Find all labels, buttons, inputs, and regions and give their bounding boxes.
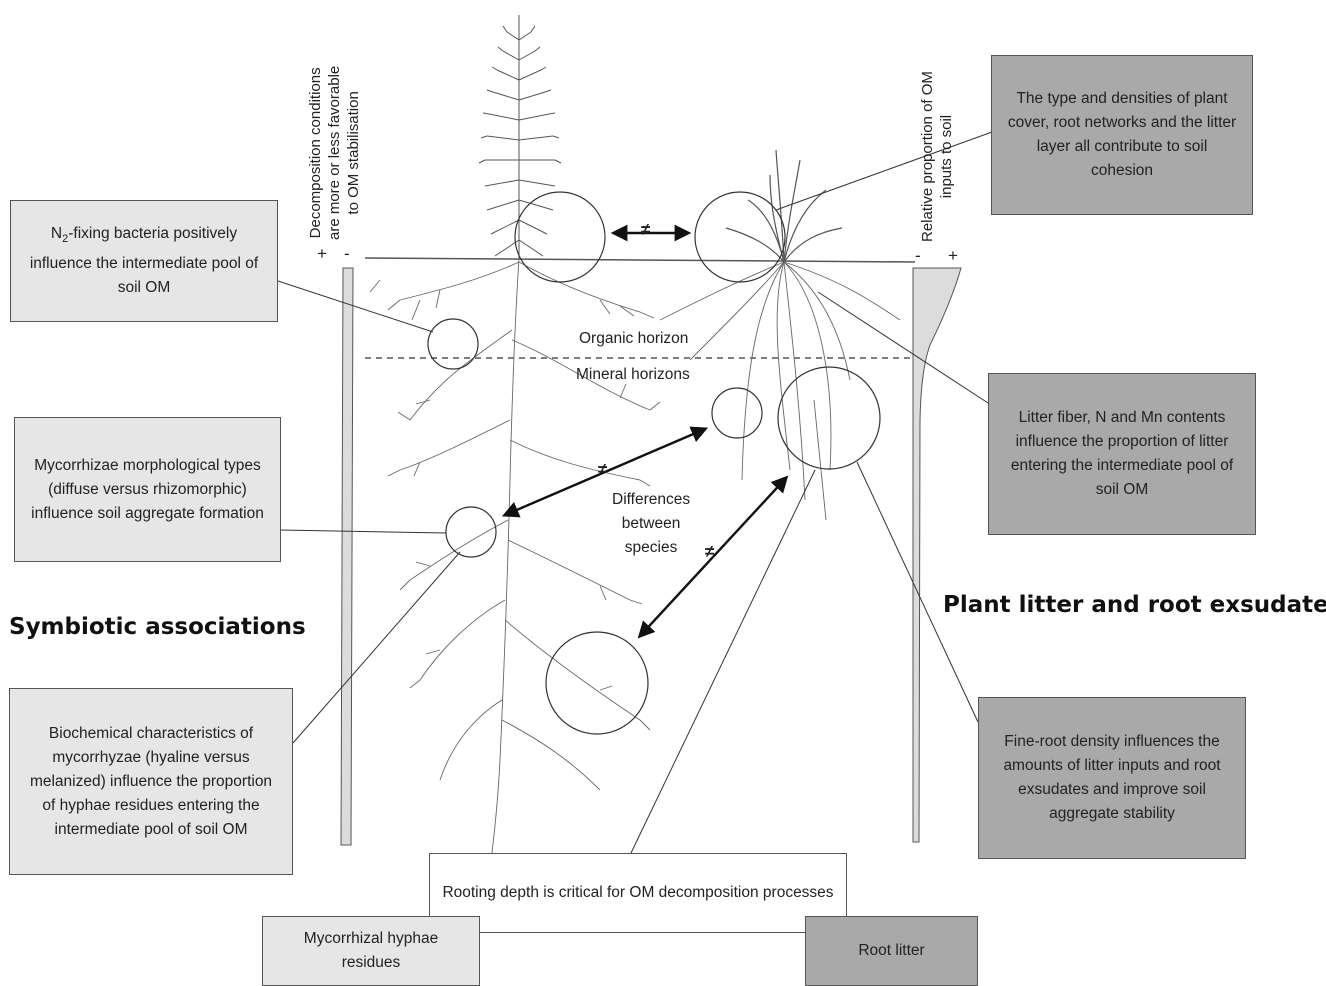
box-litter-fiber: Litter fiber, N and Mn contents influenc… [988, 373, 1256, 535]
box-mycorrhizal-residues: Mycorrhizal hyphae residues [262, 916, 480, 986]
circle-mycorrhizae-types [445, 506, 497, 558]
left-axis-line-3: to OM stabilisation [345, 91, 362, 215]
box-root-litter: Root litter [805, 916, 978, 986]
n2-prefix: N [50, 225, 63, 243]
mineral-horizons-label: Mineral horizons [576, 366, 690, 383]
differences-line-1: Differences [612, 491, 691, 508]
box-fine-root-density: Fine-root density influences the amounts… [978, 697, 1246, 859]
neq-sign-mycorrhizae: ≠ [598, 460, 608, 479]
roots-right [659, 261, 901, 521]
right-gradient-wedge [912, 267, 962, 843]
heading-plant-litter: Plant litter and root exsudates [943, 592, 1326, 618]
right-axis-line-2: inputs to soil [938, 114, 955, 199]
circle-mycorrhizae-deep [545, 631, 649, 735]
neq-sign-roots: ≠ [705, 542, 715, 561]
n2-fixing-text: N2-fixing bacteria positively influence … [23, 222, 265, 299]
n2-rest: -fixing bacteria positively influence th… [29, 225, 259, 296]
right-axis-label: Relative proportion of OM inputs to soil [918, 71, 956, 242]
left-axis-label: Decomposition conditions are more or les… [306, 66, 363, 240]
plant-left-shoot [478, 15, 562, 258]
n2-subscript: 2 [62, 233, 69, 246]
right-axis-plus: + [948, 246, 958, 265]
arrow-roots-deep [637, 475, 789, 639]
differences-line-3: species [624, 539, 678, 556]
left-axis-line-2: are more or less favorable [326, 65, 343, 240]
box-plant-cover: The type and densities of plant cover, r… [991, 55, 1253, 215]
roots-left [369, 257, 661, 871]
circle-mycorrhizae-small [711, 387, 763, 439]
differences-line-2: between [621, 515, 681, 532]
neq-sign-shoots: ≠ [641, 220, 651, 239]
left-gradient-wedge [340, 267, 354, 846]
right-axis-line-1: Relative proportion of OM [919, 71, 936, 242]
heading-symbiotic-associations: Symbiotic associations [9, 614, 306, 640]
arrow-mycorrhizae [501, 426, 709, 518]
left-axis-line-1: Decomposition conditions [307, 67, 324, 239]
highlight-circles [427, 191, 881, 735]
left-axis-minus: - [344, 244, 350, 263]
box-rooting-depth: Rooting depth is critical for OM decompo… [429, 853, 847, 933]
box-mycorrhizae-types: Mycorrhizae morphological types (diffuse… [14, 417, 281, 562]
left-axis-plus: + [317, 244, 327, 263]
soil-surface-line [364, 257, 916, 263]
box-biochemical-characteristics: Biochemical characteristics of mycorrhyz… [9, 688, 293, 875]
organic-horizon-label: Organic horizon [579, 330, 689, 347]
circle-n2-bacteria [427, 318, 479, 370]
comparison-arrows [501, 224, 789, 639]
circle-right-shoot [694, 191, 786, 283]
box-n2-fixing-bacteria: N2-fixing bacteria positively influence … [10, 200, 278, 322]
circle-left-shoot [514, 191, 606, 283]
differences-label: Differences between species [612, 488, 690, 560]
circle-fine-roots [777, 366, 881, 470]
right-axis-minus: - [915, 246, 921, 265]
